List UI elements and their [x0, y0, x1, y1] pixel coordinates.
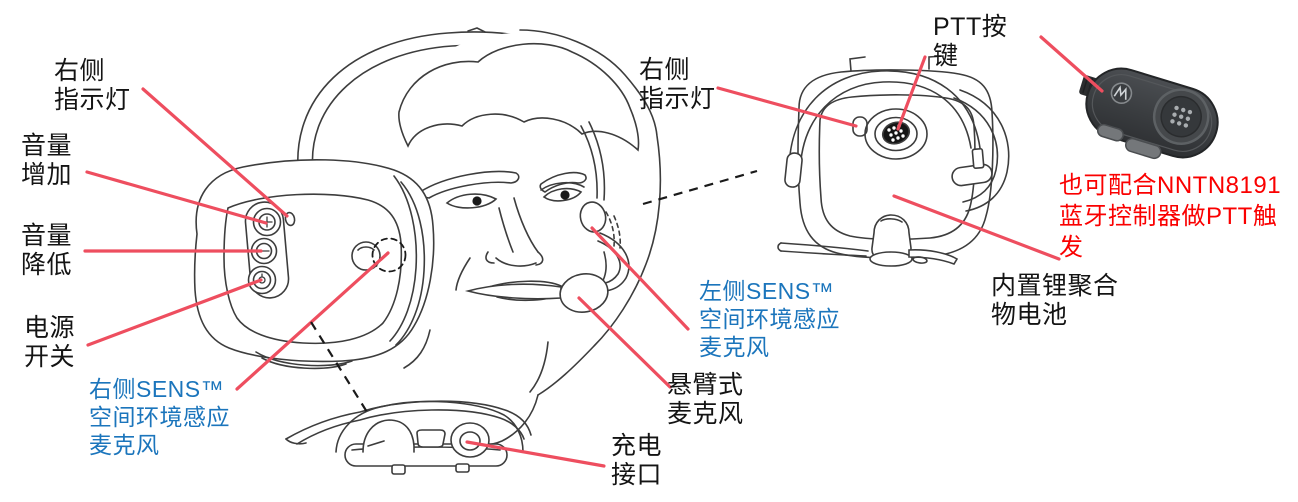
controller-side-button-1: [1096, 123, 1124, 142]
side-view-hinge-and-boom: [777, 214, 959, 267]
usb-port-drawing: [416, 429, 446, 448]
label-boom-mic: 悬臂式 麦克风: [667, 371, 744, 428]
dashed-line-side-view: [642, 169, 758, 206]
label-ptt-button: PTT按 键: [933, 13, 1008, 70]
controller-ptt-button: [1152, 88, 1210, 145]
side-view-headband: [784, 70, 1010, 212]
label-bluetooth-ptt-note: 也可配合NNTN8191 蓝牙控制器做PTT触发: [1059, 172, 1282, 261]
callout-line-ptt-button: [896, 55, 927, 131]
controller-side-button-2: [1124, 137, 1162, 160]
callout-line-battery: [892, 194, 1061, 261]
dashed-line-bottom-view: [310, 321, 368, 413]
callout-line-right-indicator-front: [141, 87, 289, 218]
label-battery: 内置锂聚合 物电池: [991, 272, 1119, 329]
callout-lines: [83, 35, 1104, 468]
callout-line-power-switch: [86, 278, 263, 347]
motorola-logo: [1110, 82, 1133, 105]
headband-side-strap: [580, 121, 606, 201]
eyes: [445, 181, 585, 209]
mic-ball: [559, 273, 609, 313]
view-link-dashed-lines: [310, 169, 758, 413]
callout-line-volume-up: [85, 170, 268, 225]
label-power-switch: 电源 开关: [24, 314, 76, 371]
ptt-button-drawing: [864, 108, 928, 160]
callout-line-right-sens-mic: [235, 251, 390, 391]
callout-line-ptt-controller: [1039, 35, 1104, 93]
label-volume-up: 音量 增加: [21, 132, 73, 189]
label-charging-port: 充电 接口: [611, 432, 663, 489]
callout-line-left-sens-mic: [590, 226, 690, 331]
callout-line-right-indicator-side: [716, 86, 858, 128]
label-volume-down: 音量 降低: [21, 222, 73, 279]
boom-mic-drawing: [464, 232, 630, 313]
callout-line-charging-port: [465, 440, 606, 468]
charging-port-drawing: [450, 422, 490, 458]
bluetooth-ptt-controller-image: [1079, 67, 1219, 160]
right-earcup-drawing: [193, 158, 435, 370]
headset-front-view-drawing: [193, 27, 662, 457]
label-left-sens-mic: 左侧SENS™ 空间环境感应 麦克风: [699, 278, 840, 360]
earcup-bottom-view-drawing: [285, 400, 532, 475]
label-right-indicator-front: 右侧 指示灯: [54, 57, 131, 114]
right-sens-mic-highlight-circle: [371, 237, 407, 273]
callout-line-boom-mic: [577, 296, 672, 389]
earcup-side-view-drawing: [777, 55, 1010, 267]
label-right-sens-mic: 右侧SENS™ 空间环境感应 麦克风: [89, 376, 230, 458]
label-right-indicator-side: 右侧 指示灯: [639, 56, 716, 113]
